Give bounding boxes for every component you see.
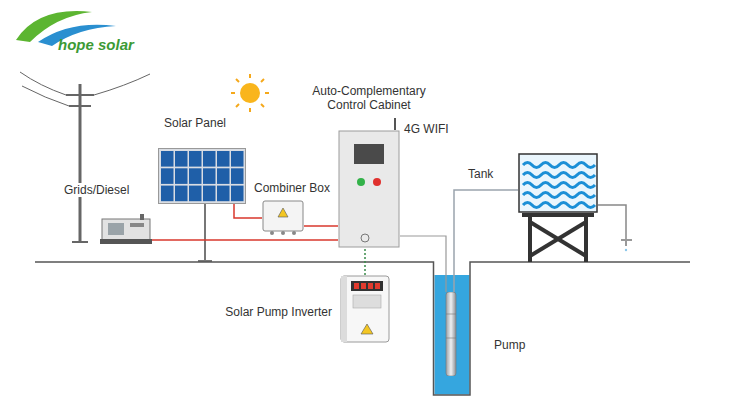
diesel-generator: Grids/Diesel [100, 213, 152, 245]
component-label: Pump [494, 338, 525, 352]
component-note: 4G WIFI [404, 122, 449, 136]
wire-connector [152, 239, 338, 241]
control-cabinet: Auto-Complementary Control Cabinet4G WIF… [338, 130, 400, 248]
wire-connector [364, 248, 366, 275]
solar-panel-art [158, 148, 246, 204]
component-label: Tank [468, 167, 493, 181]
submersible-pump: Pump [444, 292, 458, 376]
wire-connector [234, 204, 262, 218]
ground-and-well [35, 262, 690, 395]
wire-connector [304, 225, 338, 227]
outlet-pipe [598, 205, 632, 251]
component-label: Combiner Box [254, 181, 330, 195]
sun [231, 74, 269, 112]
tank-stand [522, 215, 594, 262]
component-label: Auto-Complementary Control Cabinet [306, 84, 432, 112]
solar-panel: Solar Panel [158, 148, 246, 204]
pump-inverter-art [340, 275, 390, 343]
wire-connector [400, 236, 446, 292]
combiner-box: Combiner Box [262, 200, 304, 236]
control-cabinet-art [338, 130, 400, 248]
panel-post [198, 204, 212, 262]
utility-pole [20, 72, 150, 242]
brand-logo: hope solar [58, 36, 134, 53]
water-tank: Tank [518, 153, 598, 213]
pump-inverter: Solar Pump Inverter [340, 275, 390, 343]
water-tank-art [518, 153, 598, 213]
component-label: Solar Pump Inverter [225, 305, 332, 319]
antenna [395, 118, 396, 130]
component-label: Solar Panel [164, 116, 226, 130]
component-label: Grids/Diesel [62, 183, 131, 197]
diesel-generator-art [100, 213, 152, 245]
wire-connector [454, 190, 518, 292]
submersible-pump-art [444, 292, 458, 376]
combiner-box-art [262, 200, 304, 236]
